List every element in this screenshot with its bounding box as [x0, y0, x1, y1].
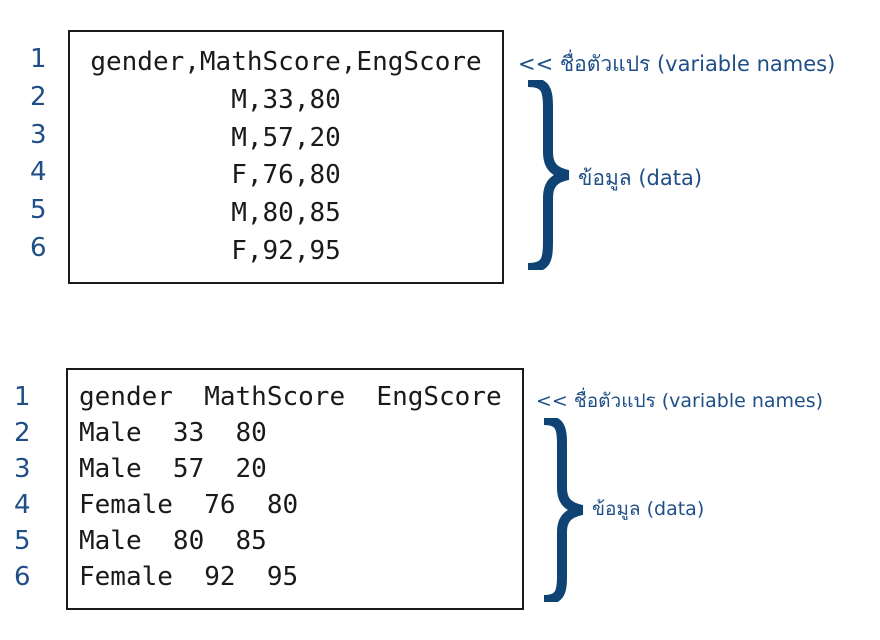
line-number: 4 [14, 490, 31, 520]
data-row: Female 92 95 [79, 562, 299, 592]
line-number: 5 [14, 526, 31, 556]
line-number: 5 [30, 195, 47, 225]
data-row: F,92,95 [231, 236, 341, 266]
csv-panel: 1 2 3 4 5 6 gender,MathScore,EngScore M,… [0, 0, 880, 300]
line-number: 2 [14, 418, 31, 448]
data-note: ข้อมูล (data) [592, 498, 705, 520]
header-row: gender MathScore EngScore [79, 382, 502, 412]
data-row: M,57,20 [231, 123, 341, 153]
data-row: Male 57 20 [79, 454, 267, 484]
line-number: 1 [14, 382, 31, 412]
line-number: 2 [30, 82, 47, 112]
header-row: gender,MathScore,EngScore [90, 47, 482, 77]
variable-names-note: << ชื่อตัวแปร (variable names) [518, 52, 836, 76]
line-number: 3 [30, 120, 47, 150]
table-data-box: gender MathScore EngScore Male 33 80 Mal… [66, 368, 524, 610]
data-note: ข้อมูล (data) [578, 166, 703, 190]
data-row: M,80,85 [231, 198, 341, 228]
variable-names-note: << ชื่อตัวแปร (variable names) [536, 390, 824, 412]
line-number: 6 [30, 233, 47, 263]
data-row: Male 33 80 [79, 418, 267, 448]
line-number: 4 [30, 157, 47, 187]
curly-brace-icon [527, 80, 570, 270]
data-row: Male 80 85 [79, 526, 267, 556]
csv-data-box: gender,MathScore,EngScore M,33,80 M,57,2… [68, 30, 504, 284]
data-row: F,76,80 [231, 160, 341, 190]
line-number: 1 [30, 44, 47, 74]
table-panel: 1 2 3 4 5 6 gender MathScore EngScore Ma… [0, 330, 880, 630]
curly-brace-icon [543, 418, 584, 602]
line-number: 3 [14, 454, 31, 484]
line-number: 6 [14, 562, 31, 592]
data-row: M,33,80 [231, 85, 341, 115]
data-row: Female 76 80 [79, 490, 299, 520]
